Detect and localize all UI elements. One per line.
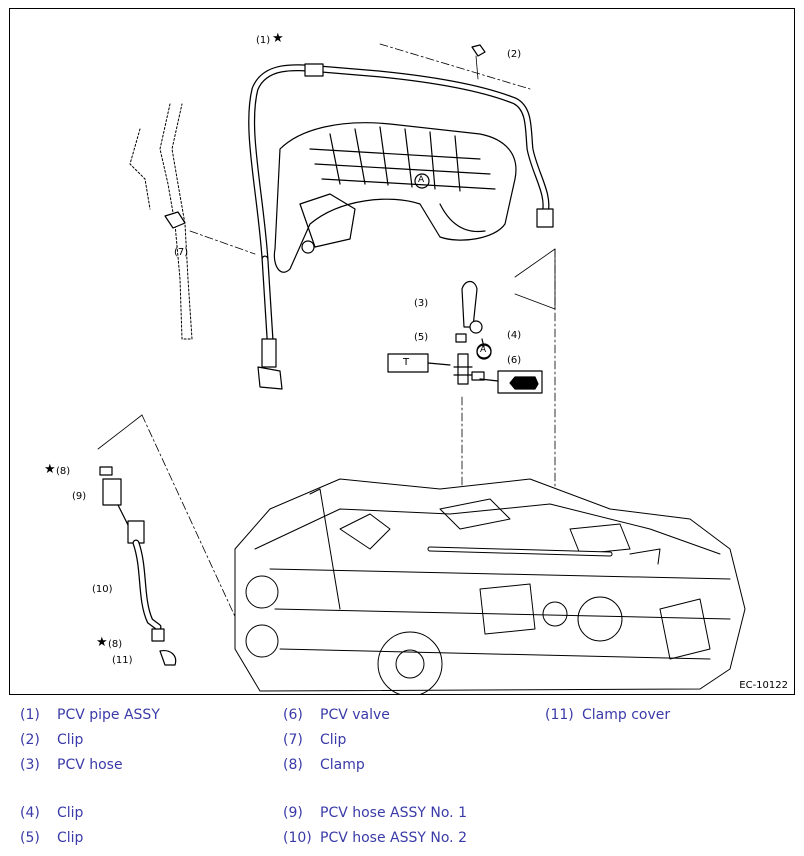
clip-7-drawing <box>164 211 186 229</box>
legend-item-number: (1) <box>20 707 40 723</box>
legend-item-label: Clamp <box>320 757 365 773</box>
legend-item: (2) Clip <box>20 732 270 752</box>
legend-item-label: PCV valve <box>320 707 390 723</box>
legend-item-number: (8) <box>283 757 303 773</box>
legend-item: (8) Clamp <box>283 757 533 777</box>
legend-item: (10) PCV hose ASSY No. 2 <box>283 830 533 850</box>
callout-3: (3) <box>414 298 429 309</box>
legend-item-label: Clip <box>57 830 84 846</box>
phantom-outline <box>129 103 193 340</box>
diagram-drawing <box>97 43 746 694</box>
legend-item: (11) Clamp cover <box>545 707 795 727</box>
exploded-diagram: (1) ★ (2) (3) (4) (5) (6) (7) ★ (8) (9) … <box>9 8 795 695</box>
legend-item-label: PCV hose <box>57 757 123 773</box>
figure-reference-code: EC-10122 <box>739 680 788 691</box>
star-mark-8a: ★ <box>44 462 56 477</box>
legend-item: (6) PCV valve <box>283 707 533 727</box>
legend-item: (1) PCV pipe ASSY <box>20 707 270 727</box>
legend-item-number: (5) <box>20 830 40 846</box>
ref-a-circle-top <box>414 173 430 189</box>
ref-a-circle-mid <box>476 343 492 359</box>
callout-2: (2) <box>507 49 522 60</box>
ref-a-label-top: A <box>418 175 425 185</box>
legend-item: (3) PCV hose <box>20 757 270 777</box>
callout-11: (11) <box>112 655 133 666</box>
star-mark-1: ★ <box>272 31 284 46</box>
legend-item-label: Clamp cover <box>582 707 671 723</box>
leader-lines <box>141 43 556 650</box>
callout-8a: (8) <box>56 466 71 477</box>
legend-item-number: (9) <box>283 805 303 821</box>
callout-7: (7) <box>174 247 189 258</box>
callout-9: (9) <box>72 491 87 502</box>
legend-item: (4) Clip <box>20 805 270 825</box>
star-mark-8b: ★ <box>96 635 108 650</box>
ref-a-label-mid: A <box>480 345 487 355</box>
callout-6: (6) <box>507 355 522 366</box>
legend-item: (7) Clip <box>283 732 533 752</box>
legend-item-label: PCV pipe ASSY <box>57 707 160 723</box>
pcv-hose-assy-drawing <box>99 466 177 666</box>
callout-5: (5) <box>414 332 429 343</box>
legend-item-number: (3) <box>20 757 40 773</box>
legend-item-number: (10) <box>283 830 312 846</box>
legend-item-number: (11) <box>545 707 574 723</box>
legend-item-label: Clip <box>320 732 347 748</box>
parts-legend: (1) PCV pipe ASSY (2) Clip (3) PCV hose (4) Cli… <box>0 700 804 856</box>
callout-8b: (8) <box>108 639 123 650</box>
torque-label: T <box>403 357 410 368</box>
clip-2-drawing <box>471 44 486 57</box>
intake-manifold-drawing <box>273 122 517 273</box>
callout-1: (1) <box>256 35 271 46</box>
callout-4: (4) <box>507 330 522 341</box>
legend-item: (5) Clip <box>20 830 270 850</box>
legend-item-label: Clip <box>57 805 84 821</box>
pcv-valve-assembly-drawing <box>453 280 492 385</box>
legend-item-number: (7) <box>283 732 303 748</box>
legend-item-number: (4) <box>20 805 40 821</box>
legend-item-label: PCV hose ASSY No. 2 <box>320 830 467 846</box>
legend-item-label: PCV hose ASSY No. 1 <box>320 805 467 821</box>
legend-item-label: Clip <box>57 732 84 748</box>
pcv-pipe-assy-drawing <box>248 63 554 390</box>
legend-item-number: (6) <box>283 707 303 723</box>
legend-item-number: (2) <box>20 732 40 748</box>
engine-block-drawing <box>234 478 746 694</box>
callout-10: (10) <box>92 584 113 595</box>
legend-item: (9) PCV hose ASSY No. 1 <box>283 805 533 825</box>
